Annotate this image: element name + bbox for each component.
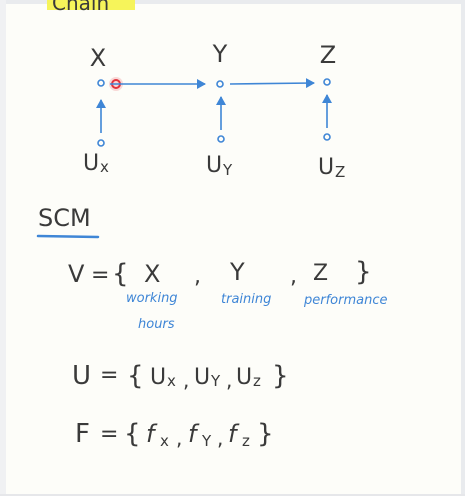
f-sep-1: , [176,426,182,450]
f-equals: = [100,422,118,447]
f-item-3-base: f [228,420,240,448]
scm-heading: SCM [38,204,91,232]
note-z-line-1: performance [303,293,387,308]
noise-node-ux-dot [97,139,105,147]
window-frame-left [0,0,6,496]
u-item-3-base: U [236,365,252,390]
f-item-2-base: f [188,420,200,448]
v-var-y: Y [229,258,245,286]
f-lhs: F [75,419,90,449]
u-lhs: U [72,361,91,391]
noise-label-uy-base: U [206,153,222,178]
u-item-2-base: U [194,365,210,390]
v-sep-1: , [194,264,201,289]
v-close-brace: } [355,257,372,287]
u-sep-1: , [183,368,189,392]
f-sep-2: , [217,426,223,450]
title-highlight [47,0,135,10]
page-title: Chain [52,0,109,15]
u-item-3-sub: z [253,372,261,390]
f-item-1-sub: x [160,432,169,450]
v-lhs: V [68,260,85,288]
noise-label-ux-sub: x [100,158,109,176]
noise-label-uz-sub: Z [335,163,345,181]
u-equals: = [100,363,118,388]
u-item-1-base: U [150,365,166,390]
note-x-line-1: working [126,291,178,306]
scm-heading-underline [36,234,100,239]
window-frame-right [461,0,465,496]
note-x-line-2: hours [138,317,175,332]
u-close-brace: } [272,361,289,391]
node-label-y: Y [212,40,228,68]
u-item-1-sub: x [167,372,176,390]
note-y-line-1: training [221,292,271,307]
node-x-dot [97,79,105,87]
v-sep-2: , [290,264,297,289]
u-open-brace: { [127,361,144,391]
node-label-z: Z [320,41,336,69]
u-item-2-sub: Y [210,372,221,390]
window-frame-top [0,0,465,4]
v-var-x: X [144,260,160,288]
u-sep-2: , [226,368,232,392]
noise-label-ux-base: U [83,151,99,176]
f-item-2-sub: Y [201,432,212,450]
node-label-x: X [90,44,106,72]
v-equals: = [91,263,109,288]
noise-label-uy-sub: Y [222,161,233,179]
f-close-brace: } [257,419,274,449]
node-z-dot [323,78,331,86]
noise-node-uy-dot [217,135,225,143]
f-open-brace: { [124,419,141,449]
v-var-z: Z [313,261,328,286]
f-item-3-sub: z [242,432,250,450]
noise-label-uz-base: U [318,155,334,180]
window-frame-bottom [0,494,465,496]
edge-y-to-z [229,78,315,89]
v-open-brace: { [112,259,129,289]
noise-node-uz-dot [323,133,331,141]
f-item-1-base: f [146,420,158,448]
node-y-dot [216,80,224,88]
